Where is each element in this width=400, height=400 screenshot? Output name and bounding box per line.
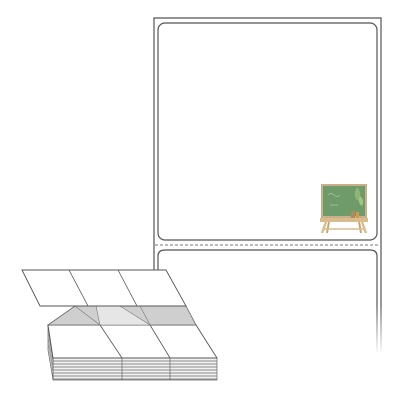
stack-layers bbox=[52, 357, 218, 381]
stack-unfolding-sheet bbox=[21, 269, 187, 307]
chalkboard-easel-icon bbox=[320, 184, 368, 234]
liner-edge bbox=[153, 17, 382, 352]
stack-top-sheet bbox=[47, 324, 218, 359]
fanfold-label-stack-icon bbox=[21, 269, 218, 381]
